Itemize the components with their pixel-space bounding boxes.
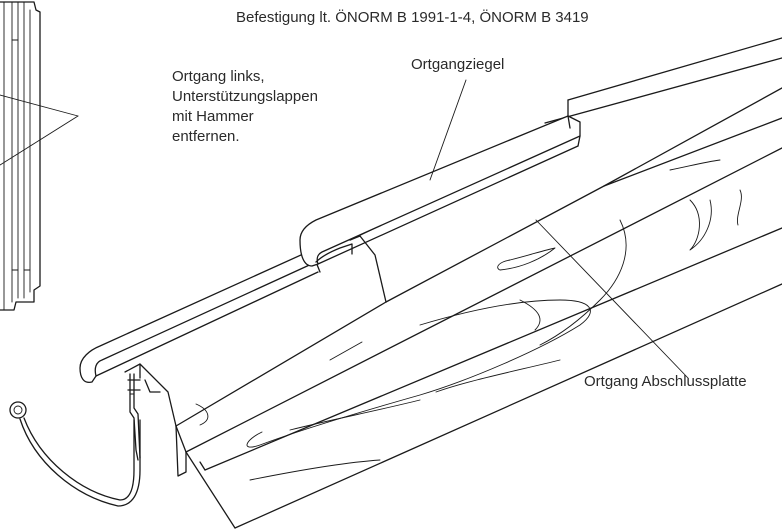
bracket: [127, 373, 187, 477]
roof-panels: [124, 37, 782, 529]
verge-tile-side-view: [0, 1, 41, 311]
verge-tile-label: Ortgangziegel: [411, 56, 505, 73]
verge-left-note-line-3: mit Hammer: [172, 108, 254, 125]
leader-line-abschlussplatte: [535, 219, 689, 379]
fastening-standard-label: Befestigung lt. ÖNORM B 1991-1-4, ÖNORM …: [236, 9, 589, 26]
verge-left-note-line-2: Unterstützungslappen: [172, 88, 318, 105]
leader-lines-ortgang-links: [0, 94, 79, 166]
verge-left-note: Ortgang links, Unterstützungslappen mit …: [172, 67, 318, 147]
verge-end-plate-label: Ortgang Abschlussplatte: [584, 373, 747, 390]
verge-left-note-line-1: Ortgang links,: [172, 68, 265, 85]
sheet-texture: [195, 159, 742, 481]
verge-left-note-line-4: entfernen.: [172, 128, 240, 145]
gutter-hook: [9, 401, 141, 507]
verge-tiles: [79, 115, 581, 384]
leader-line-ortgangziegel: [429, 79, 467, 181]
